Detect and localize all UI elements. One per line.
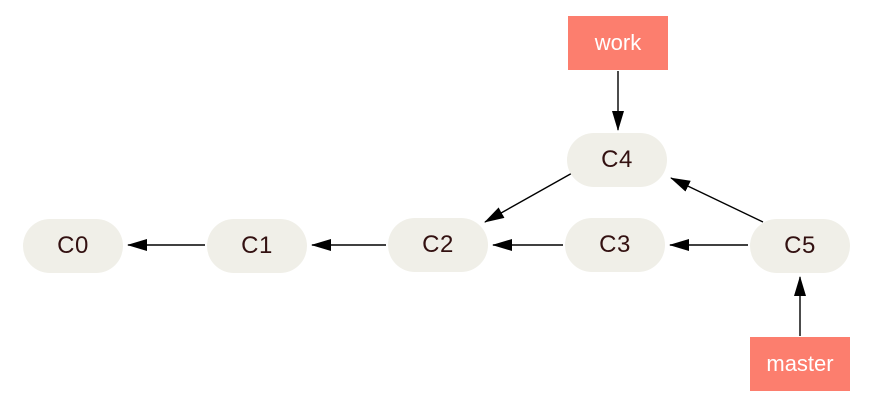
edge-c5-c4: [670, 177, 764, 223]
edge-c4-c2: [484, 171, 575, 223]
commit-node-c4: C4: [567, 133, 667, 187]
commit-node-c2: C2: [388, 218, 488, 272]
commit-node-c1: C1: [207, 219, 307, 273]
commit-node-c5: C5: [750, 219, 850, 273]
branch-tag-master: master: [750, 337, 850, 391]
commit-node-c3: C3: [565, 218, 665, 272]
branch-tag-work: work: [568, 16, 668, 70]
commit-node-c0: C0: [23, 219, 123, 273]
